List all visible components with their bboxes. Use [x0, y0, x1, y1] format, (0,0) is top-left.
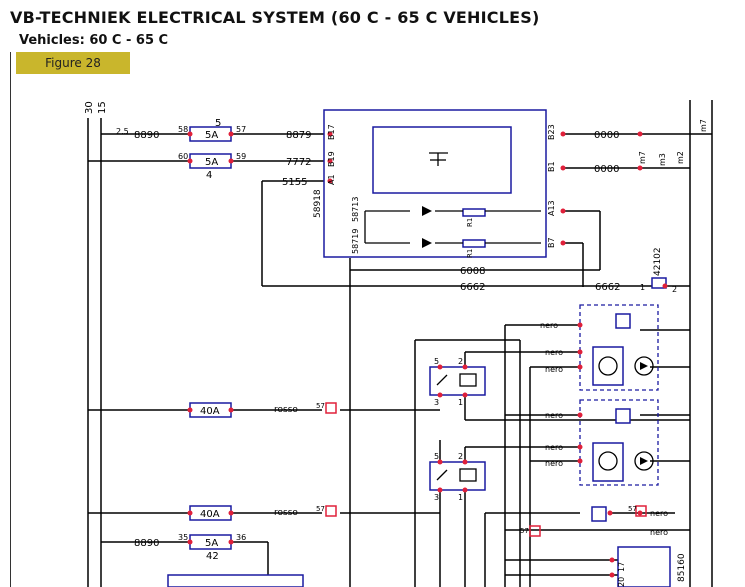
bus-30-label: 30 — [84, 101, 95, 114]
module-left-pin-2: A1 — [327, 174, 336, 185]
wire-m7: m7 — [638, 151, 647, 164]
page-title: VB-TECHNIEK ELECTRICAL SYSTEM (60 C - 65… — [10, 8, 540, 27]
relay-1 — [429, 366, 486, 396]
relay-1-pin-5: 5 — [434, 357, 439, 366]
relay-1-pin-3: 3 — [434, 398, 439, 407]
fuse-f2-out: 59 — [236, 152, 246, 161]
bus-15-label: 15 — [97, 101, 108, 114]
led-1 — [422, 206, 432, 216]
module-right-pin-1: B1 — [547, 161, 556, 172]
relay-2 — [429, 461, 486, 491]
fuse-f1-in: 58 — [178, 125, 188, 134]
connector-2: 57 — [316, 505, 325, 513]
fuse-f2-num: 4 — [206, 170, 212, 181]
resistor-2 — [462, 239, 486, 248]
module-left-pin-1: B19 — [327, 151, 336, 167]
connector-3: 57 — [520, 527, 529, 535]
switch-pin-2: 2 — [672, 285, 677, 294]
fuse-f5-wire-in: 8890 — [134, 538, 159, 549]
fuse-f5-in: 35 — [178, 533, 188, 542]
relay-1-pin-1: 1 — [458, 398, 463, 407]
fuse-f5-num: 42 — [206, 551, 219, 562]
fuse-f3-value: 40A — [200, 406, 220, 417]
fuse-f1-out: 57 — [236, 125, 246, 134]
module-wire-a1: 5155 — [282, 177, 307, 188]
module-sub2: 58719 — [351, 229, 360, 254]
wire-m3: m3 — [658, 153, 667, 166]
nero-5: nero — [545, 459, 563, 468]
bottom-pin-20: 20 — [617, 577, 626, 587]
fuse-f1-value: 5A — [205, 130, 218, 141]
nero-0: nero — [540, 321, 558, 330]
fuse-f2-in: 60 — [178, 152, 188, 161]
bottom-module — [617, 546, 671, 587]
relay-1-pin-2: 2 — [458, 357, 463, 366]
fuse-f3-wire: rosso — [274, 405, 298, 415]
fuse-f5-value: 5A — [205, 538, 218, 549]
frame-left-line — [10, 52, 11, 587]
fuse-f1-wire-out: 8879 — [286, 130, 311, 141]
wire-6008: 6008 — [460, 266, 485, 277]
fuse-f4-wire: rosso — [274, 508, 298, 518]
fuse-f1-num: 5 — [215, 118, 221, 129]
wire-0000b: 0000 — [594, 164, 619, 175]
relay-2-pin-2: 2 — [458, 452, 463, 461]
wire-6662b: 6662 — [595, 282, 620, 293]
nero-2: nero — [545, 365, 563, 374]
led-2 — [422, 238, 432, 248]
connector-1: 57 — [316, 402, 325, 410]
wire-m2: m2 — [676, 151, 685, 164]
fuse-f2-wire-out: 7772 — [286, 157, 311, 168]
vehicles-subtitle: Vehicles: 60 C - 65 C — [19, 33, 169, 48]
nero-1: nero — [545, 348, 563, 357]
module-right-pin-3: B7 — [547, 237, 556, 248]
module-right-pin-2: A13 — [547, 200, 556, 216]
motor-2 — [592, 442, 624, 482]
motor-1 — [592, 346, 624, 386]
nero-3: nero — [545, 411, 563, 420]
module-right-pin-0: B23 — [547, 124, 556, 140]
nero-7: nero — [650, 528, 668, 537]
bottom-pin-17: 17 — [617, 562, 626, 572]
relay-2-pin-5: 5 — [434, 452, 439, 461]
wire-m7-top: m7 — [699, 119, 708, 132]
module-left-pin-0: B17 — [327, 124, 336, 140]
bottom-module-code: 85160 — [677, 553, 687, 582]
wire-0000a: 0000 — [594, 130, 619, 141]
fuse-f5-out: 36 — [236, 533, 246, 542]
resistor-1 — [462, 208, 486, 217]
figure-badge: Figure 28 — [16, 52, 130, 74]
fuse-f4-value: 40A — [200, 509, 220, 520]
switch-code: 42102 — [653, 247, 663, 276]
relay-2-pin-1: 1 — [458, 493, 463, 502]
switch-pin-1: 1 — [640, 283, 645, 292]
nero-4: nero — [545, 443, 563, 452]
module-code: 58918 — [313, 189, 323, 218]
resistor-2-label: R1 — [466, 249, 474, 258]
connector-4: 57 — [628, 505, 637, 513]
module-sub1: 58713 — [351, 197, 360, 222]
resistor-1-label: R1 — [466, 218, 474, 227]
wire-6662a: 6662 — [460, 282, 485, 293]
relay-2-pin-3: 3 — [434, 493, 439, 502]
nero-6: nero — [650, 509, 668, 518]
fuse-f1-wire-in: 8890 — [134, 130, 159, 141]
fuse-f1-size: 2.5 — [116, 127, 129, 136]
fuse-f2-value: 5A — [205, 157, 218, 168]
